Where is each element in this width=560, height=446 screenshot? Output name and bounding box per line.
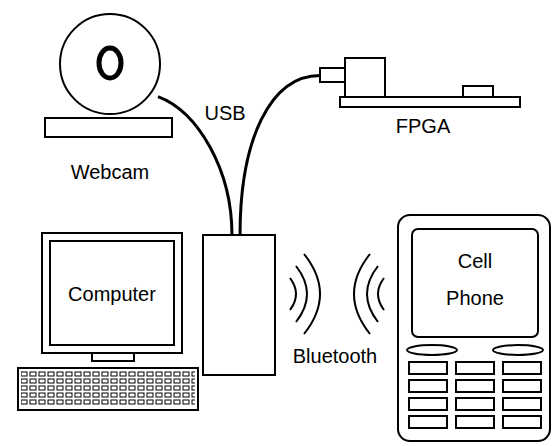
fpga-board-drawing — [320, 58, 520, 107]
node-label: Webcam — [62, 160, 158, 184]
computer-tower — [203, 235, 275, 375]
cell-phone-node: Cell Phone — [398, 215, 550, 441]
usb-label: USB — [203, 101, 247, 125]
fpga-node: FPGA — [320, 55, 520, 140]
node-label: FPGA — [373, 114, 473, 138]
usb-cable — [240, 75, 320, 235]
node-label: Cell Phone — [435, 243, 515, 317]
keyboard-drawing — [18, 368, 198, 410]
computer-node: Computer — [40, 235, 277, 380]
bluetooth-waves — [290, 254, 384, 334]
webcam-node: Webcam — [62, 15, 158, 175]
node-label: Computer — [50, 282, 174, 306]
webcam-drawing — [45, 14, 172, 137]
monitor-drawing — [42, 233, 182, 361]
bluetooth-label: Bluetooth — [280, 344, 390, 368]
cell-phone-drawing — [398, 215, 550, 441]
